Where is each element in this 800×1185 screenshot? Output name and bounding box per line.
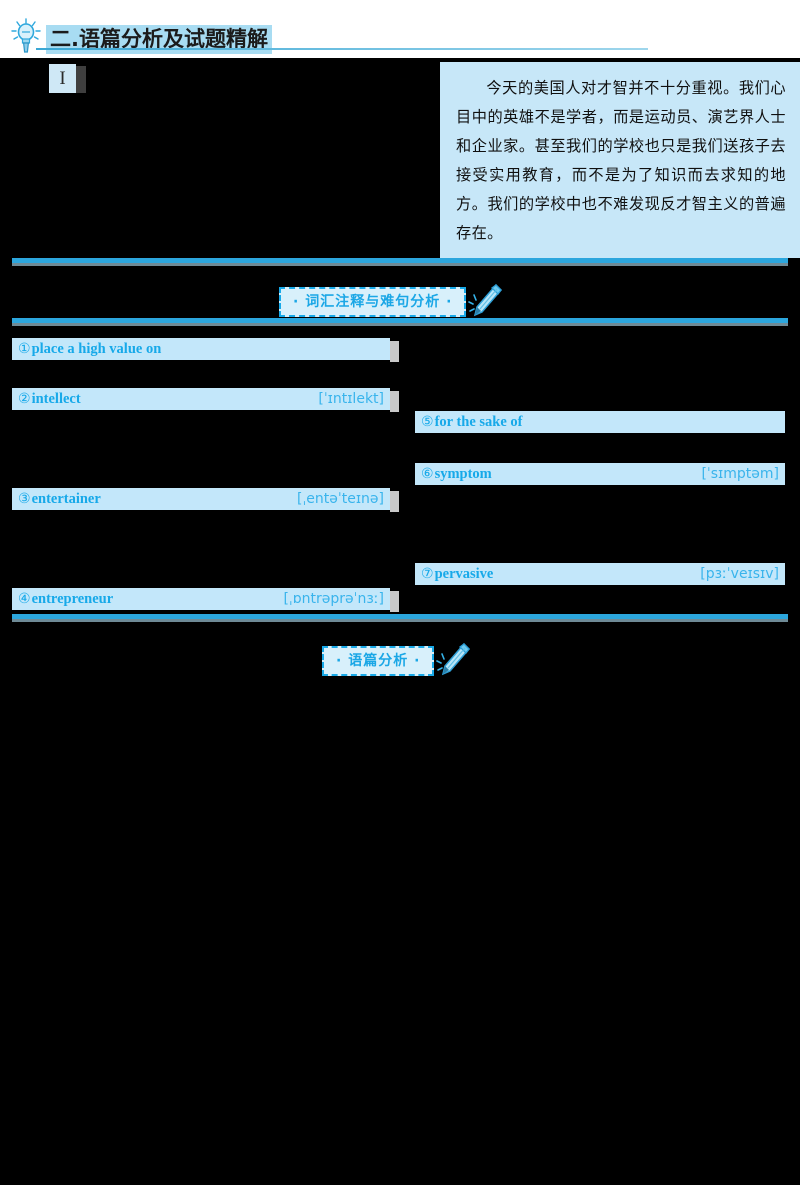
- vocab-shadow: [390, 391, 399, 412]
- vocab-ipa: [pɜːˈveɪsɪv]: [700, 566, 779, 582]
- section-header-discourse: · 语篇分析 ·: [322, 641, 472, 681]
- vocab-ipa: [ˌentəˈteɪnə]: [296, 491, 384, 507]
- title-underline: [36, 48, 648, 50]
- vocab-word: pervasive: [434, 565, 494, 582]
- vocab-word: entrepreneur: [31, 590, 114, 607]
- vocab-number: ⑥: [421, 466, 434, 482]
- vocab-entry[interactable]: ③ entertainer [ˌentəˈteɪnə]: [12, 488, 399, 512]
- article-marker: I: [49, 64, 76, 93]
- vocab-word: entertainer: [31, 490, 101, 507]
- vocab-ipa: [ˌɒntrəprəˈnɜː]: [283, 591, 384, 607]
- vocab-shadow: [390, 341, 399, 362]
- vocab-word: for the sake of: [434, 413, 523, 430]
- pencil-icon: [434, 641, 472, 681]
- translation-text: 今天的美国人对才智并不十分重视。我们心目中的英雄不是学者，而是运动员、演艺界人士…: [456, 79, 786, 242]
- vocab-number: ⑦: [421, 566, 434, 582]
- vocab-number: ③: [18, 491, 31, 507]
- article-marker-shadow: [76, 66, 86, 93]
- lightbulb-icon: [10, 18, 42, 54]
- section-header-discourse-label: · 语篇分析 ·: [322, 646, 435, 676]
- vocab-entry[interactable]: ① place a high value on: [12, 338, 399, 362]
- vocab-shadow: [390, 591, 399, 612]
- vocab-entry[interactable]: ⑤ for the sake of: [415, 411, 785, 433]
- vocab-number: ⑤: [421, 414, 434, 430]
- pencil-icon: [466, 282, 504, 322]
- vocab-entry[interactable]: ⑥ symptom [ˈsɪmptəm]: [415, 463, 785, 485]
- translation-panel: 今天的美国人对才智并不十分重视。我们心目中的英雄不是学者，而是运动员、演艺界人士…: [440, 62, 800, 258]
- vocab-ipa: [ˈsɪmptəm]: [701, 466, 779, 482]
- vocab-entry[interactable]: ⑦ pervasive [pɜːˈveɪsɪv]: [415, 563, 785, 585]
- divider-rule-vocab-bottom: [12, 614, 788, 622]
- divider-rule-top: [12, 258, 788, 266]
- vocab-number: ②: [18, 391, 31, 407]
- vocab-word: symptom: [434, 465, 492, 482]
- vocab-word: place a high value on: [31, 340, 162, 357]
- vocab-entry[interactable]: ② intellect [ˈɪntɪlekt]: [12, 388, 399, 412]
- vocab-ipa: [ˈɪntɪlekt]: [318, 391, 384, 407]
- section-header-vocabulary-label: · 词汇注释与难句分析 ·: [279, 287, 467, 317]
- vocab-number: ④: [18, 591, 31, 607]
- vocab-shadow: [390, 491, 399, 512]
- divider-rule-vocab-top: [12, 318, 788, 326]
- vocab-word: intellect: [31, 390, 81, 407]
- vocab-number: ①: [18, 341, 31, 357]
- vocab-entry[interactable]: ④ entrepreneur [ˌɒntrəprəˈnɜː]: [12, 588, 399, 612]
- section-header-vocabulary: · 词汇注释与难句分析 ·: [279, 282, 504, 322]
